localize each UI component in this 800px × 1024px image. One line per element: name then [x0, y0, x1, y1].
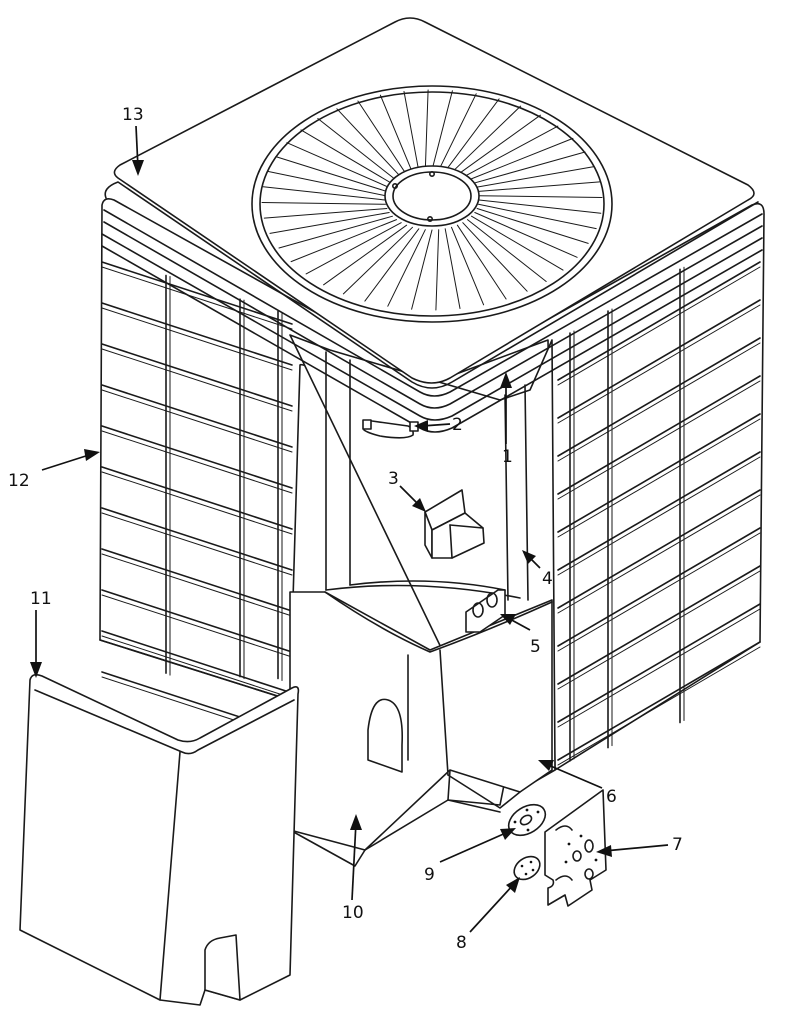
callout-1: 1 [502, 447, 513, 467]
part-7-valve-plate [544, 789, 607, 907]
left-coil-panel [99, 198, 431, 740]
part-8-gasket [513, 855, 541, 881]
inner-cabinet [289, 334, 556, 867]
callout-9: 9 [424, 865, 435, 885]
callout-10: 10 [342, 903, 364, 923]
fan-grille [251, 85, 613, 323]
callout-13: 13 [122, 105, 144, 125]
callout-labels: 13 12 11 2 1 3 4 5 6 7 9 8 10 [8, 105, 683, 953]
part-11-corner-panel [19, 673, 300, 1006]
part-3-control-box [424, 489, 485, 559]
callout-12: 12 [8, 471, 30, 491]
callout-6: 6 [606, 787, 617, 807]
right-coil-panel [439, 202, 765, 771]
callout-11: 11 [30, 589, 52, 609]
part-2-clip [362, 419, 419, 439]
callout-4: 4 [542, 569, 553, 589]
callout-3: 3 [388, 469, 399, 489]
callout-5: 5 [530, 637, 541, 657]
callout-7: 7 [672, 835, 683, 855]
part-9-gasket [507, 803, 547, 837]
callout-8: 8 [456, 933, 467, 953]
callout-arrows [30, 125, 669, 933]
callout-2: 2 [452, 415, 463, 435]
